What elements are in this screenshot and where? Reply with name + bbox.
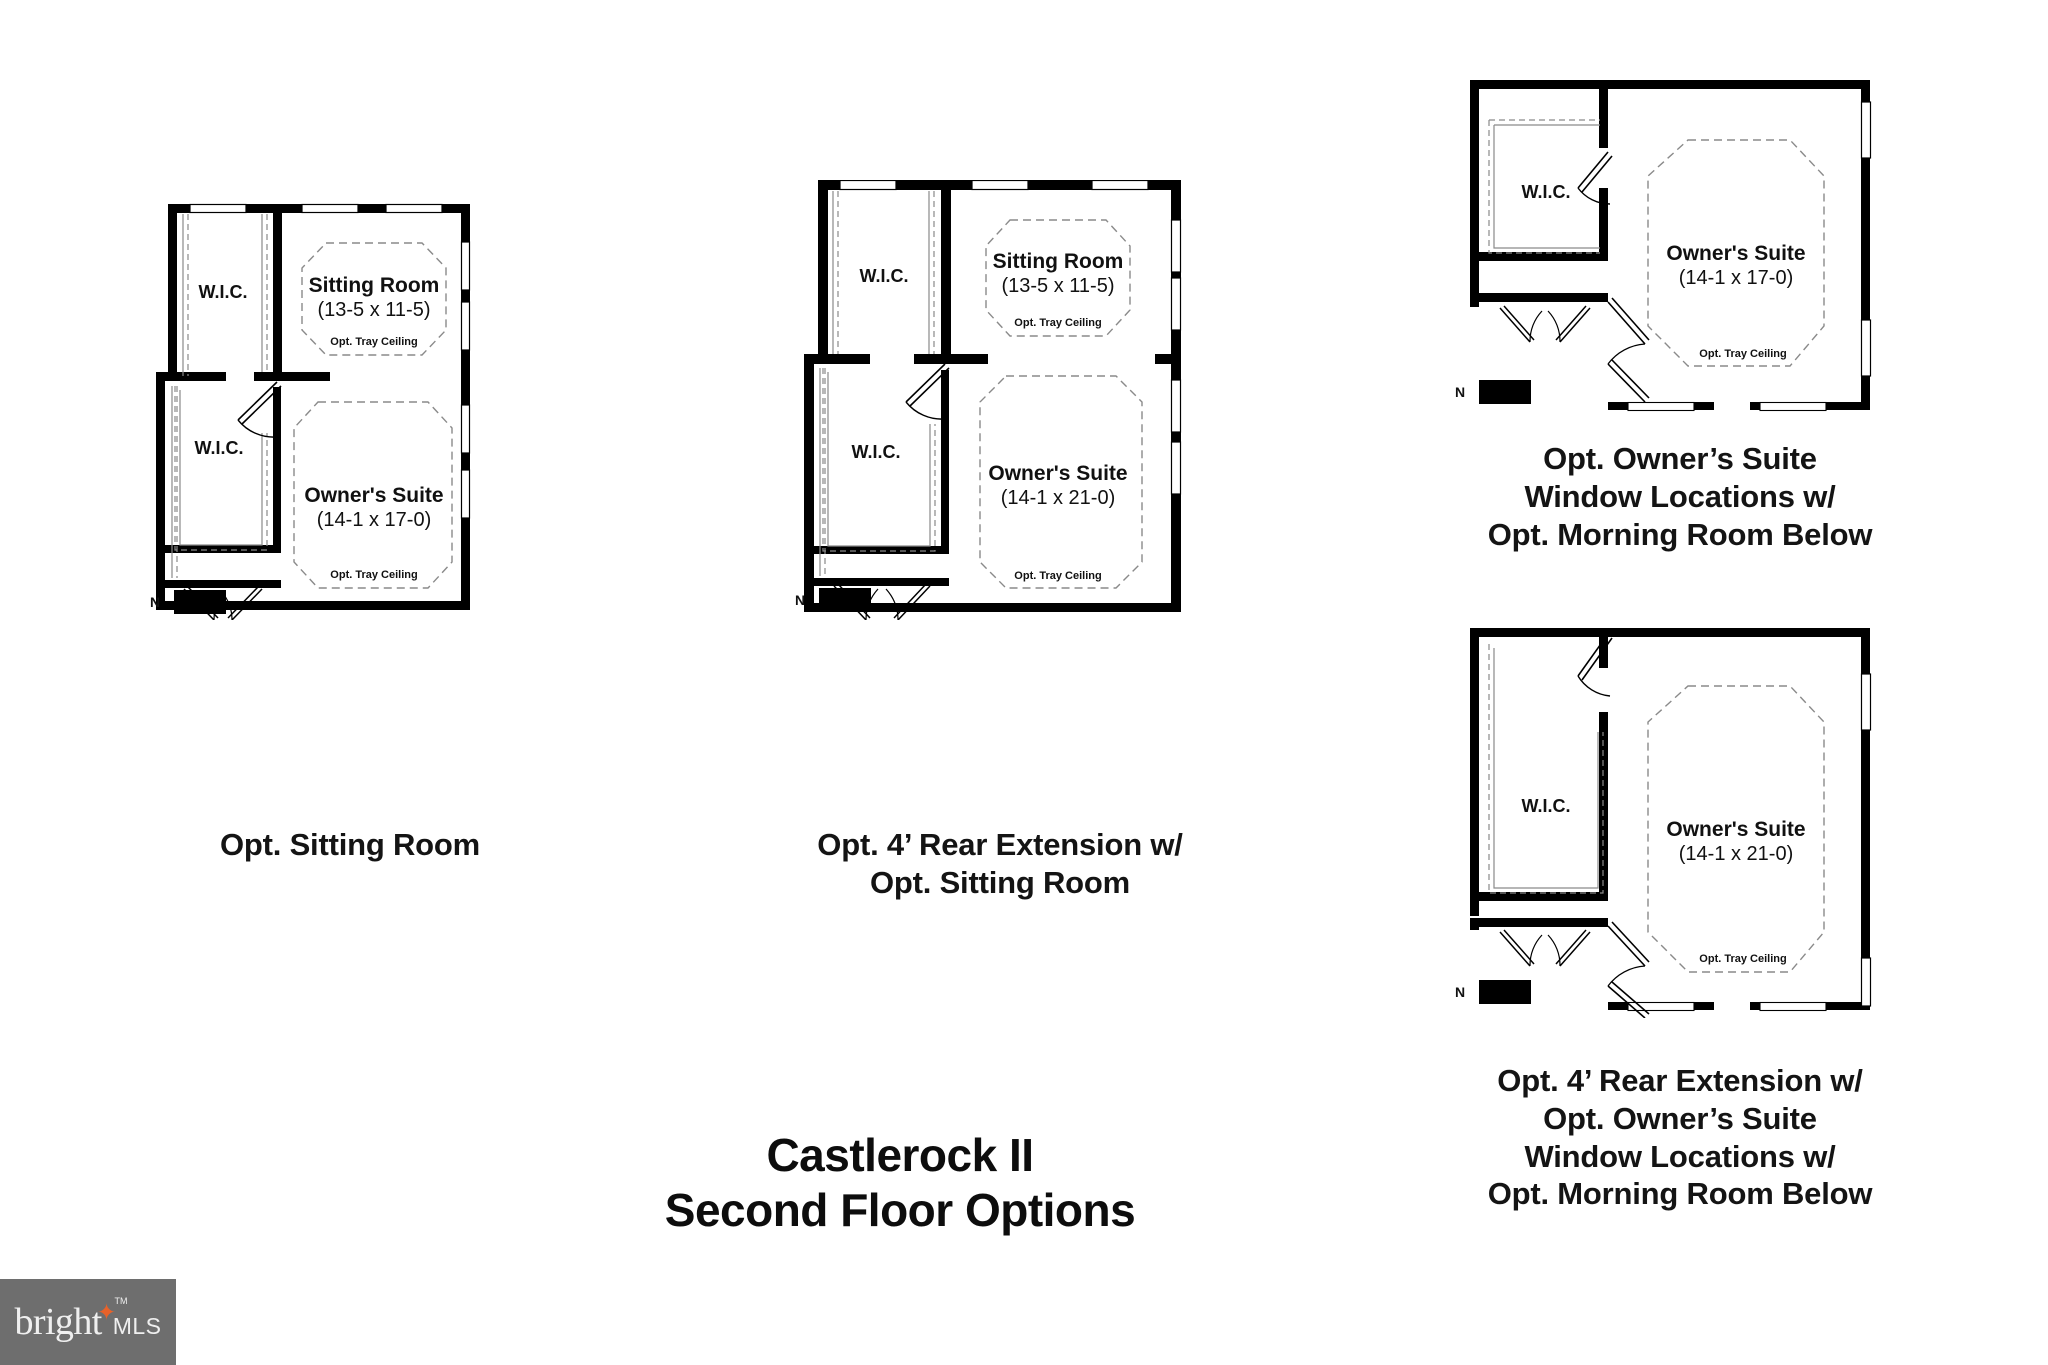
owners-suite-name: Owner's Suite [304, 484, 443, 507]
sitting-room-name: Sitting Room [309, 274, 440, 297]
page-title-line1: Castlerock II [766, 1129, 1034, 1181]
north-arrow-icon [1479, 980, 1532, 1004]
window-group-bottom [1627, 1001, 1827, 1012]
window-group-bottom [1627, 401, 1827, 412]
door-double-owners-entry [1499, 305, 1591, 343]
closet-shelving [1488, 119, 1600, 254]
north-label: N [1455, 384, 1466, 400]
sitting-room-tray-note: Opt. Tray Ceiling [1014, 317, 1101, 329]
trademark-icon: TM [114, 1296, 128, 1306]
wic-label-upper: W.I.C. [199, 282, 248, 302]
owners-suite-dim: (14-1 x 17-0) [1679, 267, 1794, 289]
sitting-room-dim: (13-5 x 11-5) [317, 299, 430, 321]
door-double-owners-entry [1499, 929, 1591, 967]
window-group-right [1860, 101, 1872, 377]
wic-label: W.I.C. [1522, 796, 1571, 816]
page-title: Castlerock II Second Floor Options [540, 1128, 1260, 1238]
owners-suite-tray-note: Opt. Tray Ceiling [1014, 570, 1101, 582]
plan-3-caption-line1: Opt. Owner’s Suite [1543, 441, 1817, 476]
plan-4-drawing: W.I.C. Owner's Suite (14-1 x 21-0) Opt. … [1470, 628, 1872, 1018]
tray-ceiling-owners-suite [979, 375, 1143, 589]
tray-ceiling-sitting-room [301, 242, 447, 356]
plan-3-caption-line2: Window Locations w/ [1524, 478, 1836, 514]
plan-2-caption: Opt. 4’ Rear Extension w/ Opt. Sitting R… [740, 826, 1260, 902]
watermark-brand: bright [14, 1301, 103, 1343]
north-label: N [795, 592, 806, 608]
plan-2-drawing: W.I.C. W.I.C. Sitting Room (13-5 x 11-5)… [804, 180, 1182, 620]
north-indicator-3: N [1455, 380, 1532, 404]
plan-opt-sitting-room: W.I.C. W.I.C. Sitting Room (13-5 x 11-5)… [150, 190, 490, 620]
owners-suite-name: Owner's Suite [1666, 242, 1805, 265]
north-arrow-icon [819, 588, 872, 612]
plan-3-caption-line3: Opt. Morning Room Below [1487, 516, 1873, 552]
closet-shelving [1488, 644, 1604, 894]
north-label: N [150, 594, 161, 610]
sitting-room-name: Sitting Room [993, 250, 1124, 273]
door-wic-lower [905, 363, 950, 420]
plan-rear-ext-sitting-room: W.I.C. W.I.C. Sitting Room (13-5 x 11-5)… [795, 180, 1200, 620]
window-group-top [839, 180, 1149, 191]
owners-suite-tray-note: Opt. Tray Ceiling [1699, 348, 1786, 360]
closet-shelving [171, 214, 268, 578]
window-group-top [189, 203, 443, 214]
north-indicator-4: N [1455, 980, 1532, 1004]
tray-ceiling-owners-suite [293, 401, 453, 589]
tray-ceiling-owners-suite [1647, 685, 1825, 973]
walls [156, 204, 470, 610]
bright-mls-watermark: bright ✦ TM MLS [0, 1279, 176, 1365]
plan-rear-ext-owners-suite-windows: W.I.C. Owner's Suite (14-1 x 21-0) Opt. … [1455, 628, 1900, 1018]
owners-suite-tray-note: Opt. Tray Ceiling [330, 569, 417, 581]
door-wic-lower [237, 381, 282, 438]
plan-1-drawing: W.I.C. W.I.C. Sitting Room (13-5 x 11-5)… [156, 203, 471, 620]
plan-3-caption: Opt. Owner’s Suite Window Locations w/ O… [1430, 440, 1930, 553]
north-arrow-icon [174, 590, 227, 614]
closet-shelving [819, 191, 936, 576]
door-wic [1577, 633, 1613, 697]
plan-4-caption-line4: Opt. Morning Room Below [1487, 1176, 1873, 1212]
wic-label-upper: W.I.C. [860, 266, 909, 286]
sitting-room-tray-note: Opt. Tray Ceiling [330, 336, 417, 348]
plan-4-caption: Opt. 4’ Rear Extension w/ Opt. Owner’s S… [1410, 1062, 1950, 1213]
plan-4-caption-line3: Window Locations w/ [1524, 1138, 1836, 1174]
tray-ceiling-sitting-room [985, 219, 1131, 337]
plan-4-caption-line1: Opt. 4’ Rear Extension w/ [1497, 1063, 1863, 1098]
owners-suite-name: Owner's Suite [988, 462, 1127, 485]
tray-ceiling-owners-suite [1647, 139, 1825, 367]
window-group-right [1860, 673, 1872, 1007]
walls [804, 180, 1181, 612]
north-indicator-1: N [150, 590, 227, 614]
plan-owners-suite-windows: W.I.C. Owner's Suite (14-1 x 17-0) Opt. … [1455, 80, 1900, 420]
sitting-room-dim: (13-5 x 11-5) [1001, 275, 1114, 297]
north-indicator-2: N [795, 588, 872, 612]
plan-1-caption-line1: Opt. Sitting Room [219, 827, 481, 862]
door-owners-entry-swing [1607, 921, 1650, 1018]
wic-label-lower: W.I.C. [852, 442, 901, 462]
door-wic [1577, 151, 1613, 205]
north-arrow-icon [1479, 380, 1532, 404]
owners-suite-dim: (14-1 x 21-0) [1679, 843, 1794, 865]
owners-suite-dim: (14-1 x 17-0) [317, 509, 432, 531]
wic-label: W.I.C. [1522, 182, 1571, 202]
north-label: N [1455, 984, 1466, 1000]
window-group-right [460, 241, 471, 519]
owners-suite-dim: (14-1 x 21-0) [1001, 487, 1116, 509]
owners-suite-name: Owner's Suite [1666, 818, 1805, 841]
window-group-right [1170, 219, 1182, 495]
page-title-line2: Second Floor Options [664, 1184, 1136, 1237]
plan-2-caption-line1: Opt. 4’ Rear Extension w/ [817, 827, 1183, 862]
plan-2-caption-line2: Opt. Sitting Room [869, 864, 1131, 900]
wic-label-lower: W.I.C. [195, 438, 244, 458]
door-owners-entry-swing [1607, 297, 1650, 403]
plan-1-caption: Opt. Sitting Room [130, 826, 570, 864]
owners-suite-tray-note: Opt. Tray Ceiling [1699, 953, 1786, 965]
plan-4-caption-line2: Opt. Owner’s Suite [1543, 1100, 1817, 1136]
plan-3-drawing: W.I.C. Owner's Suite (14-1 x 17-0) Opt. … [1470, 80, 1872, 412]
watermark-suffix: MLS [112, 1313, 162, 1339]
star-icon: ✦ [96, 1299, 117, 1325]
